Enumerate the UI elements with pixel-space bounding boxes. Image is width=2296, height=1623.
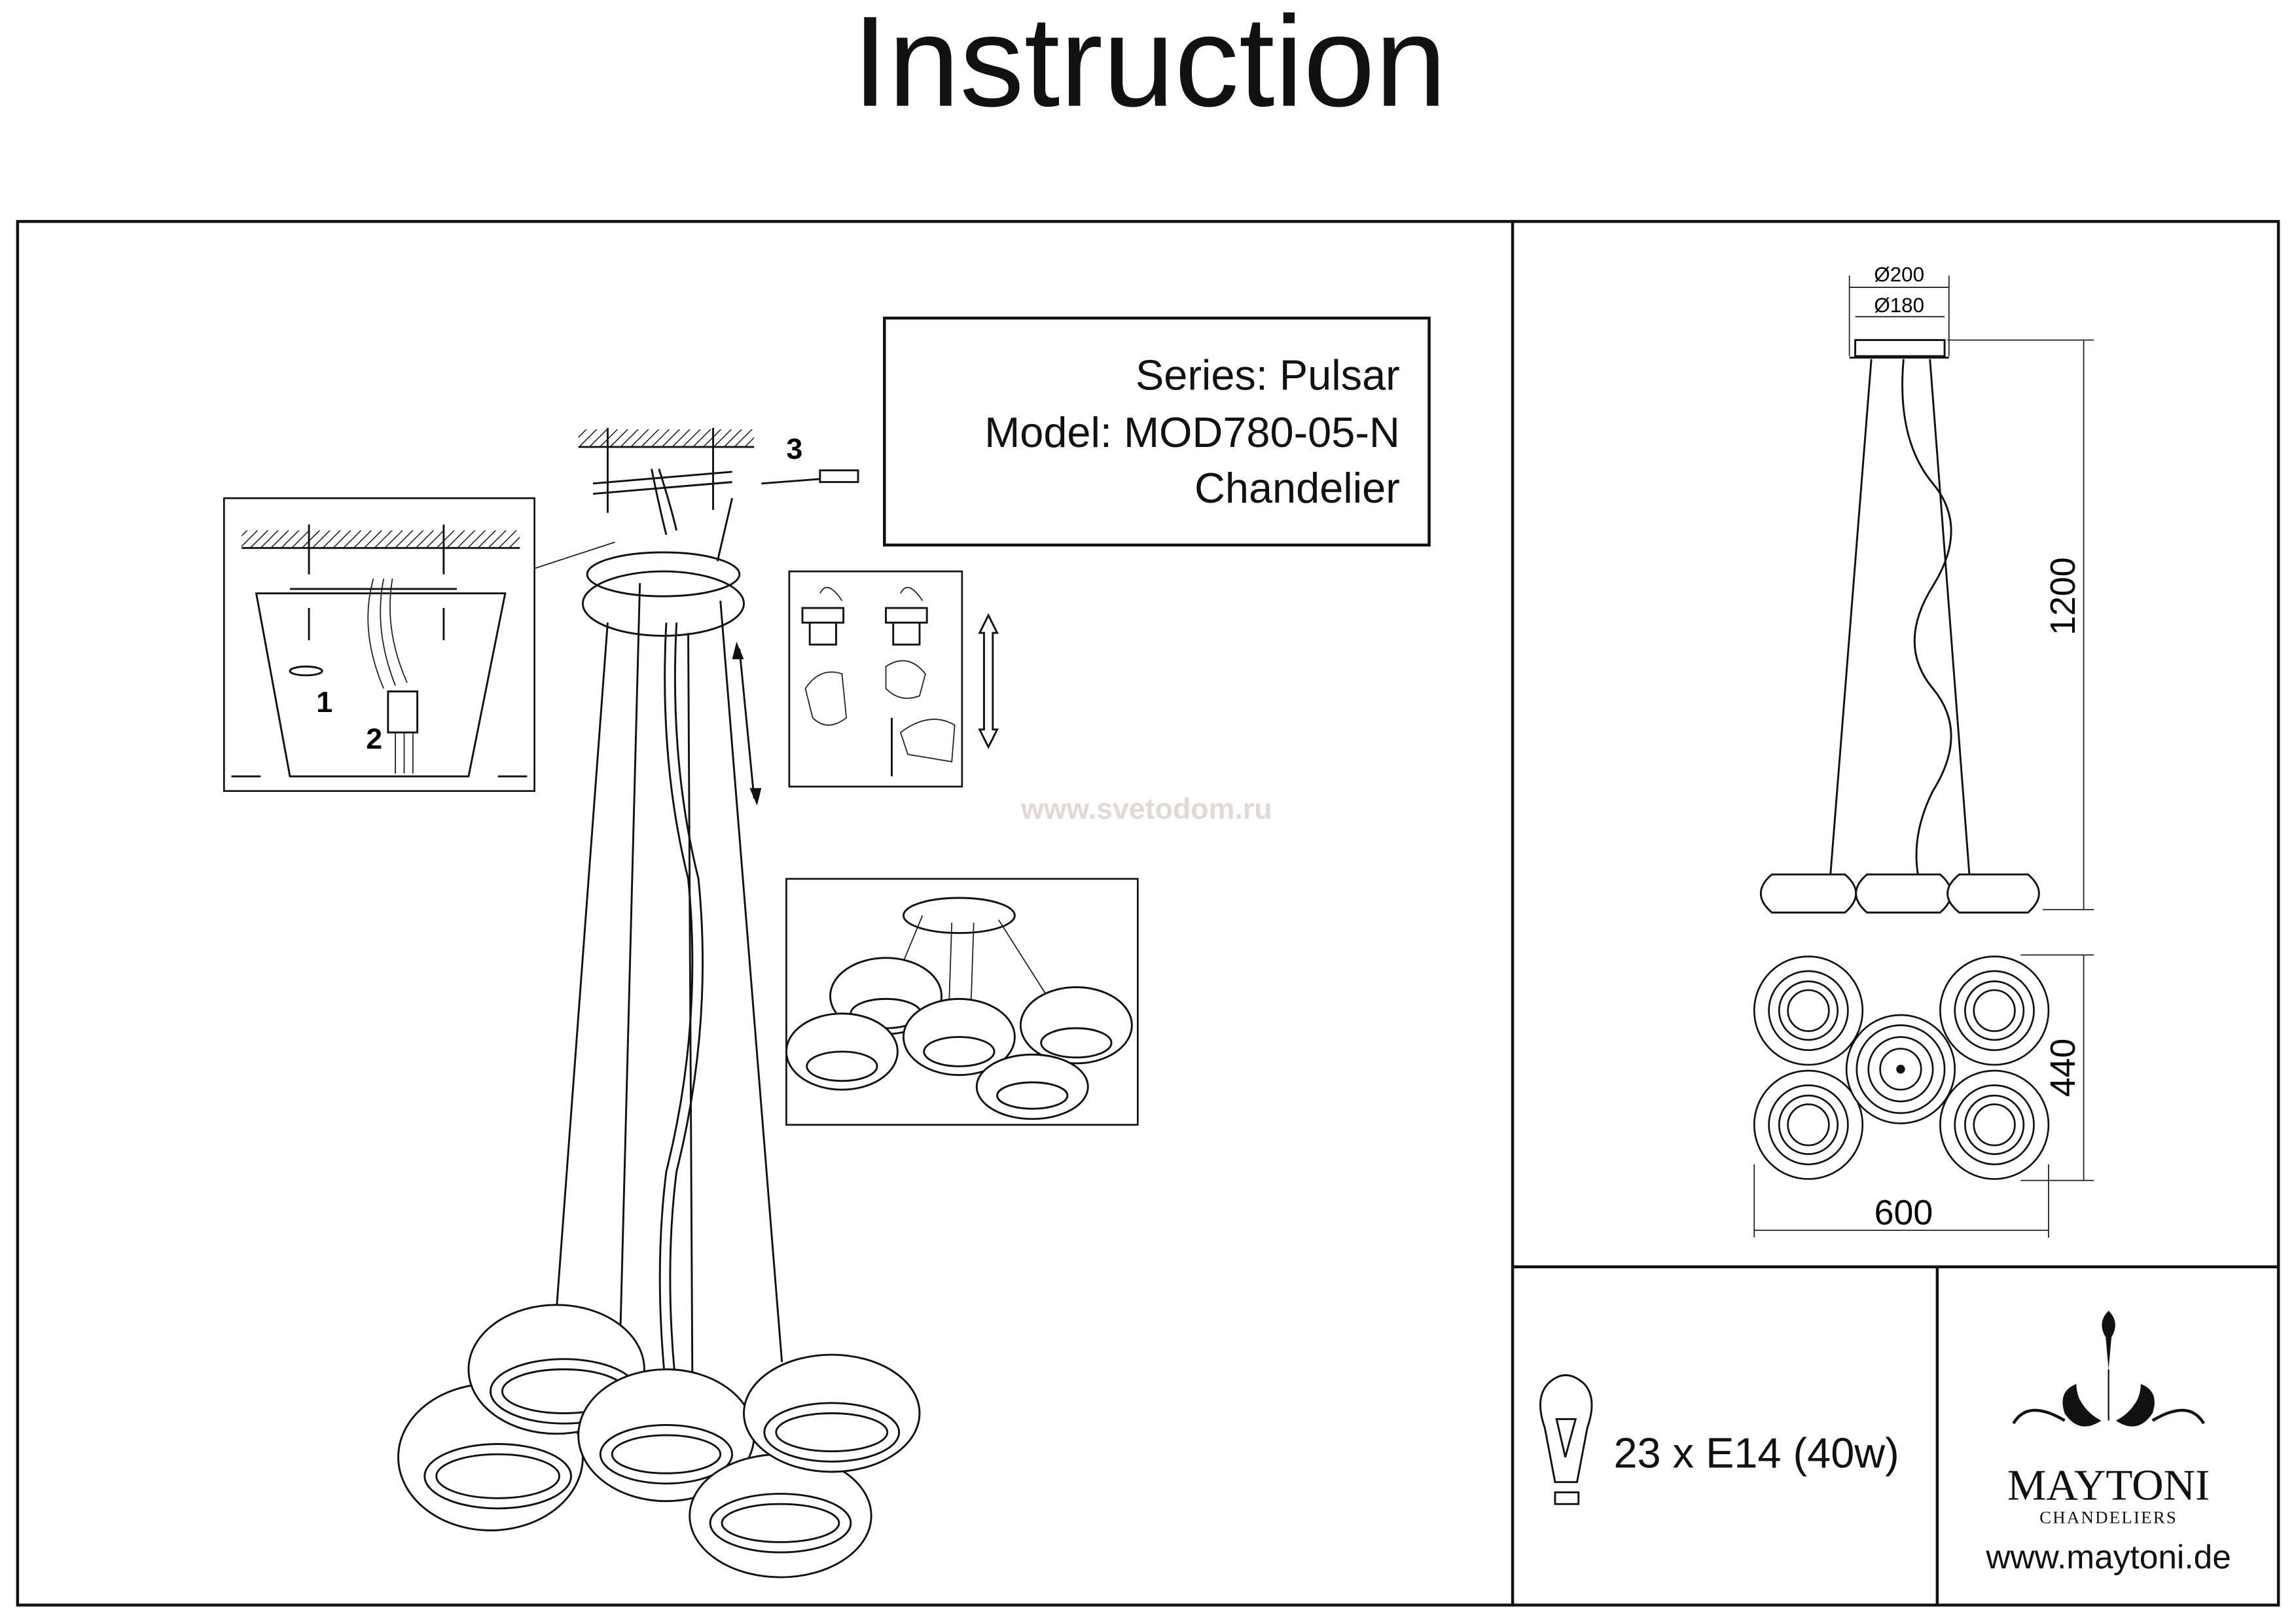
step-1-label: 1 bbox=[316, 686, 332, 719]
side-elevation-drawing: Ø200 Ø180 1200 bbox=[1760, 263, 2094, 914]
model-label: Model: MOD780-05-N bbox=[984, 408, 1400, 456]
light-bulb-icon bbox=[1539, 1374, 1593, 1505]
canopy-inner-diameter: Ø180 bbox=[1874, 294, 1924, 317]
info-box: Series: Pulsar Model: MOD780-05-N Chande… bbox=[883, 316, 1431, 547]
height-adjust-inset bbox=[788, 570, 963, 788]
top-view-drawing: 440 600 bbox=[1753, 954, 2094, 1238]
series-label: Series: Pulsar bbox=[1136, 351, 1400, 399]
wiring-inset: 1 2 bbox=[223, 497, 535, 793]
depth-dimension: 440 bbox=[2043, 1039, 2083, 1097]
maytoni-logo-ornament bbox=[2012, 1310, 2205, 1427]
width-dimension: 600 bbox=[1874, 1193, 1933, 1232]
bulb-spec: 23 x E14 (40w) bbox=[1613, 1429, 1899, 1476]
canopy-outer-diameter: Ø200 bbox=[1874, 263, 1924, 286]
adjust-arrow-icon bbox=[978, 613, 999, 749]
chandelier-drawing bbox=[397, 551, 921, 1578]
watermark: www.svetodom.ru bbox=[1020, 793, 1272, 825]
step-2-label: 2 bbox=[366, 722, 382, 755]
step-3-label: 3 bbox=[786, 433, 802, 465]
slide-arrow-icon bbox=[732, 641, 762, 806]
assembled-view-inset bbox=[785, 878, 1139, 1126]
brand-name: MAYTONI bbox=[2007, 1461, 2210, 1510]
outer-frame bbox=[16, 220, 2280, 1607]
height-dimension: 1200 bbox=[2043, 557, 2083, 635]
brand-website[interactable]: www.maytoni.de bbox=[1985, 1538, 2231, 1576]
page-title: Instruction bbox=[852, 0, 1446, 134]
type-label: Chandelier bbox=[1194, 464, 1400, 512]
brand-tagline: CHANDELIERS bbox=[2039, 1507, 2178, 1527]
mounting-bracket-diagram: 3 bbox=[578, 427, 859, 562]
